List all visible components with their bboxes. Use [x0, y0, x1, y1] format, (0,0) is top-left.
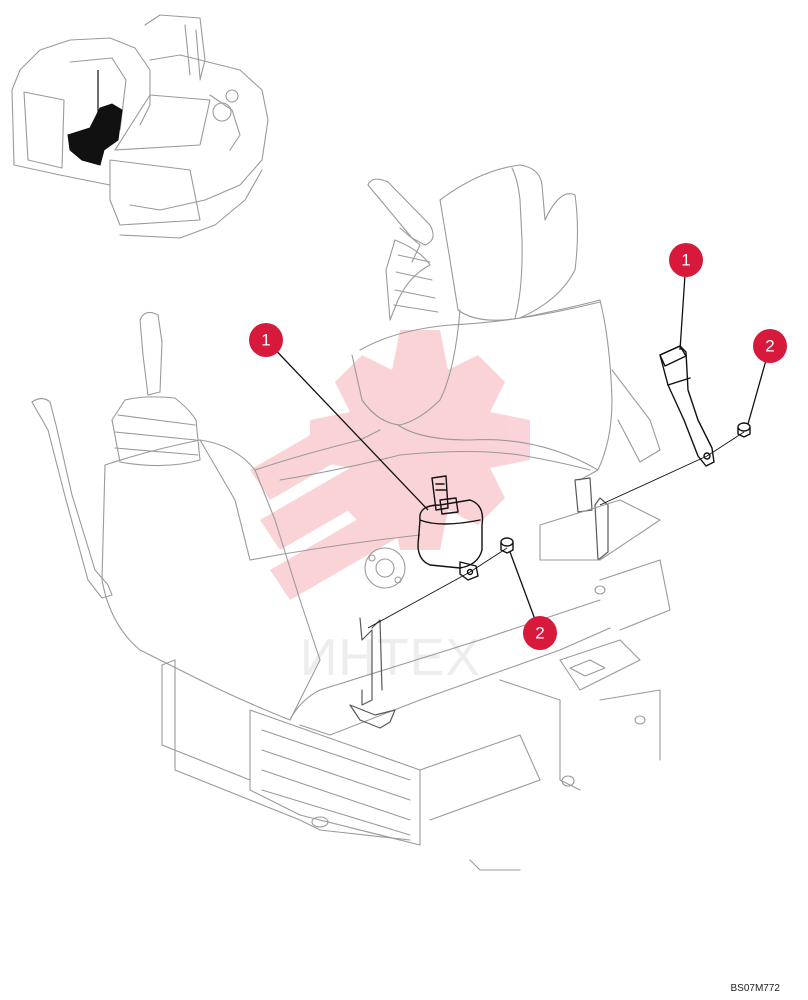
seat-frame [349, 477, 671, 791]
watermark-text: ИНТЕХ [300, 629, 481, 687]
callout-1-retractor: 1 [249, 323, 283, 357]
seat-base [161, 585, 661, 871]
callout-2-bolt-left: 2 [523, 616, 557, 650]
svg-text:2: 2 [765, 337, 774, 356]
seat-cushion [101, 429, 611, 736]
watermark-gear-icon [310, 330, 530, 550]
callout-1-buckle: 1 [669, 243, 703, 277]
bolt-right [737, 422, 751, 438]
bolt-left [500, 537, 514, 554]
seat-belt-retractor [417, 475, 484, 581]
right-joystick [367, 178, 439, 321]
seat-belt-buckle [659, 345, 715, 467]
assembly-lines [367, 431, 745, 629]
svg-text:1: 1 [261, 331, 270, 350]
drawing-reference-code: BS07M772 [730, 983, 780, 994]
seat-backrest [351, 164, 661, 481]
svg-text:1: 1 [681, 251, 690, 270]
svg-text:2: 2 [535, 624, 544, 643]
watermark: ИНТЕХ [250, 330, 530, 687]
callout-2-bolt-right: 2 [753, 329, 787, 363]
excavator-cab-inset [11, 14, 269, 239]
left-joystick [31, 311, 201, 599]
